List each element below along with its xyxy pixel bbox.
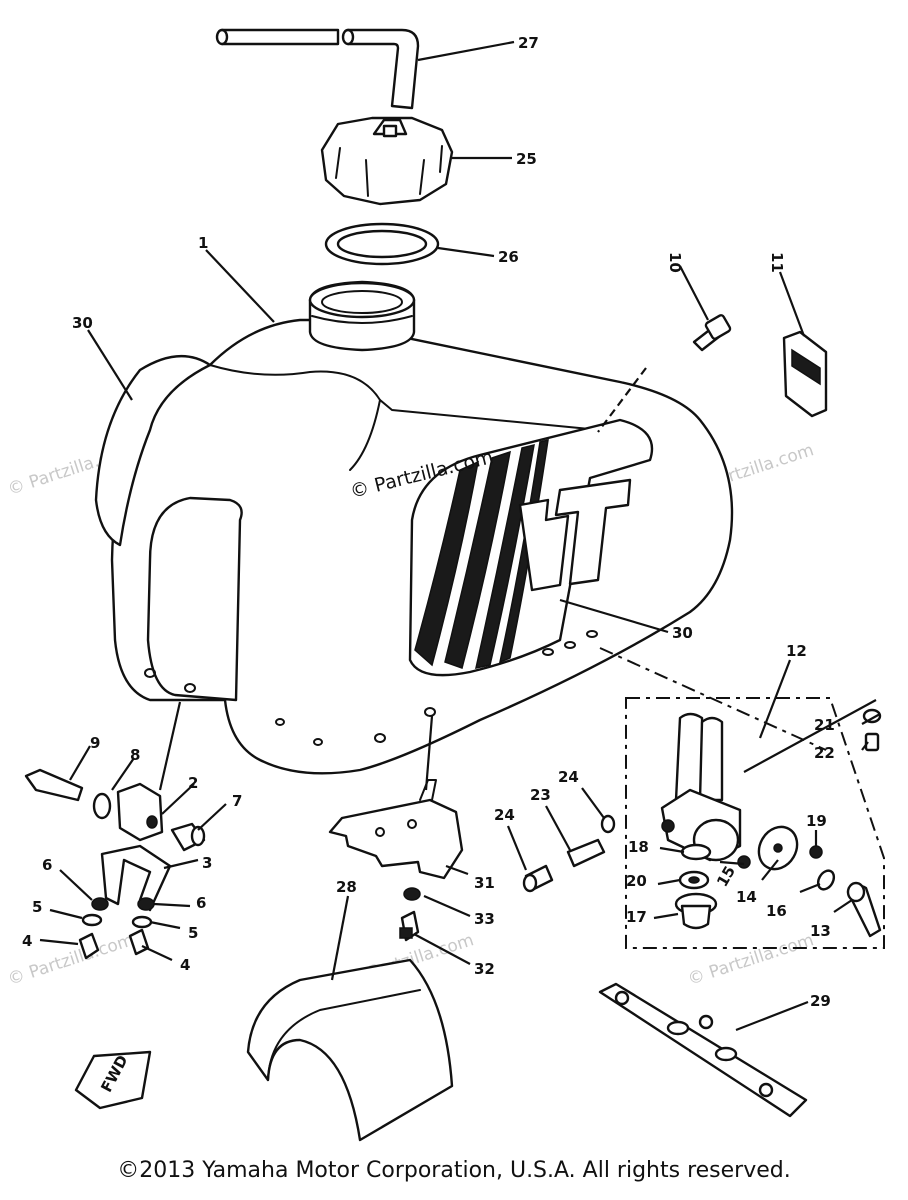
callout-8: 8 [130, 746, 140, 764]
part-5-washer-right [131, 915, 153, 929]
part-21-washer [862, 708, 882, 724]
callout-31: 31 [474, 874, 495, 892]
part-11-clip [782, 330, 828, 418]
part-6-nut-right [137, 897, 155, 911]
callout-14: 14 [736, 888, 757, 906]
part-28-protector [246, 958, 454, 1142]
callout-18: 18 [628, 838, 649, 856]
callout-33: 33 [474, 910, 495, 928]
part-13-elbow [846, 881, 882, 938]
callout-13: 13 [810, 922, 831, 940]
part-19-screw [809, 845, 823, 859]
part-14-lever-plate [757, 825, 799, 871]
watermark-bottom-right: © Partzilla.com [685, 930, 816, 990]
part-33-washer [403, 887, 421, 901]
tank-graphic-text: IT [0, 0, 1, 1]
callout-30-right: 30 [672, 624, 693, 642]
part-7-collar [170, 822, 206, 852]
callout-29: 29 [810, 992, 831, 1010]
callout-6-right: 6 [196, 894, 206, 912]
copyright-notice: ©2013 Yamaha Motor Corporation, U.S.A. A… [117, 1158, 791, 1183]
part-24-clamp-lower [522, 864, 554, 893]
callout-5-right: 5 [188, 924, 198, 942]
part-26-cap-gasket [324, 222, 440, 266]
callout-27: 27 [518, 34, 539, 52]
callout-32: 32 [474, 960, 495, 978]
part-8-washer [92, 792, 112, 820]
part-22-bolt [864, 732, 880, 752]
part-15-screw [737, 855, 751, 869]
part-20-filter [678, 870, 710, 890]
callout-7: 7 [232, 792, 242, 810]
part-9-bolt [24, 768, 84, 802]
part-30-tank-graphic: IT [0, 0, 654, 677]
callout-22: 22 [814, 744, 835, 762]
part-17-sediment-bowl [674, 892, 718, 930]
part-4-bolt-right [128, 928, 150, 956]
callout-6-left: 6 [42, 856, 52, 874]
part-27-breather-hose [215, 28, 420, 110]
callout-11: 11 [768, 252, 786, 273]
fwd-arrow-icon: FWD [74, 1050, 152, 1110]
callout-labels: 27 25 26 1 30 10 11 30 12 9 8 2 7 3 6 6 … [22, 34, 835, 1010]
callout-12: 12 [786, 642, 807, 660]
callout-4-left: 4 [22, 932, 32, 950]
callout-3: 3 [202, 854, 212, 872]
callout-19: 19 [806, 812, 827, 830]
part-6-nut-left [91, 897, 109, 911]
callout-15: 15 [713, 863, 739, 890]
callout-21: 21 [814, 716, 835, 734]
part-2-damper [116, 782, 164, 842]
part-23-fuel-hose [566, 838, 606, 868]
callout-9: 9 [90, 734, 100, 752]
part-4-bolt-left [78, 932, 100, 960]
leader-lines [39, 40, 881, 1032]
part-29-plate [598, 982, 808, 1118]
callout-1: 1 [198, 234, 208, 252]
callout-26: 26 [498, 248, 519, 266]
callout-23: 23 [530, 786, 551, 804]
part-3-bracket [100, 844, 172, 912]
callout-16: 16 [766, 902, 787, 920]
callout-24-upper: 24 [558, 768, 579, 786]
callout-20: 20 [626, 872, 647, 890]
part-5-washer-left [81, 913, 103, 927]
part-18-filter-gasket [680, 843, 712, 861]
part-25-fuel-cap [320, 116, 454, 206]
callout-24-lower: 24 [494, 806, 515, 824]
callout-4-right: 4 [180, 956, 190, 974]
callout-2: 2 [188, 774, 198, 792]
callout-28: 28 [336, 878, 357, 896]
callout-25: 25 [516, 150, 537, 168]
callout-30-left: 30 [72, 314, 93, 332]
callout-5-left: 5 [32, 898, 42, 916]
part-16-o-ring [816, 869, 836, 891]
part-12-fuel-cock-assembly [625, 697, 885, 949]
callout-10: 10 [666, 252, 684, 273]
part-10-bolt [692, 314, 732, 352]
callout-17: 17 [626, 908, 647, 926]
part-24-clamp-upper [600, 814, 616, 834]
part-31-rear-bracket [328, 779, 464, 880]
part-32-bolt [399, 910, 420, 942]
